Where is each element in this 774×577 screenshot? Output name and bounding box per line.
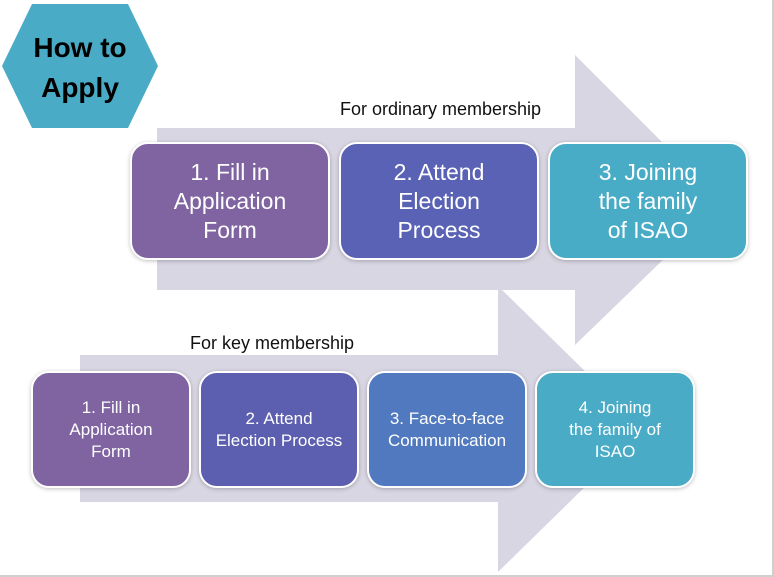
step-text-line1: 2. Attend — [245, 408, 313, 428]
how-to-apply-badge: How to Apply — [2, 4, 158, 128]
step-text-line2: Election Process — [215, 430, 343, 450]
step-text-line1: 3. Face-to-face — [389, 408, 505, 428]
window-frame-right — [772, 0, 774, 577]
key-membership-label: For key membership — [190, 333, 355, 353]
step-text-line2: Election — [398, 187, 480, 214]
step-text-line3: Form — [91, 441, 131, 461]
key-step-fill-form: 1. Fill in Application Form — [31, 371, 191, 488]
step-text-line2: the family — [598, 187, 698, 214]
badge-title: How to Apply — [4, 28, 156, 108]
ordinary-step-fill-form: 1. Fill in Application Form — [130, 142, 330, 260]
ordinary-step-attend-election: 2. Attend Election Process — [339, 142, 539, 260]
step-text-line3: of ISAO — [607, 216, 689, 243]
step-text-line3: ISAO — [594, 441, 636, 461]
step-text-line1: 1. Fill in — [190, 158, 270, 185]
key-step-face-to-face: 3. Face-to-face Communication — [367, 371, 527, 488]
step-text-line2: Communication — [387, 430, 507, 450]
step-text-line2: the family of — [569, 419, 661, 439]
step-text-line3: Form — [203, 216, 257, 243]
hexagon-shape — [2, 4, 158, 128]
step-text-line2: Application — [173, 187, 287, 214]
ordinary-step-joining-family: 3. Joining the family of ISAO — [548, 142, 748, 260]
key-step-attend-election: 2. Attend Election Process — [199, 371, 359, 488]
step-text-line3: Process — [397, 216, 481, 243]
badge-title-line2: Apply — [41, 72, 119, 103]
ordinary-membership-label: For ordinary membership — [340, 99, 542, 119]
step-text-line2: Application — [69, 419, 153, 439]
step-text-line1: 4. Joining — [578, 397, 652, 417]
key-step-joining-family: 4. Joining the family of ISAO — [535, 371, 695, 488]
step-text-line1: 1. Fill in — [81, 397, 141, 417]
step-text-line1: 2. Attend — [393, 158, 485, 185]
badge-title-line1: How to — [33, 32, 127, 63]
window-frame-bottom — [0, 575, 774, 577]
step-text-line1: 3. Joining — [598, 158, 698, 185]
